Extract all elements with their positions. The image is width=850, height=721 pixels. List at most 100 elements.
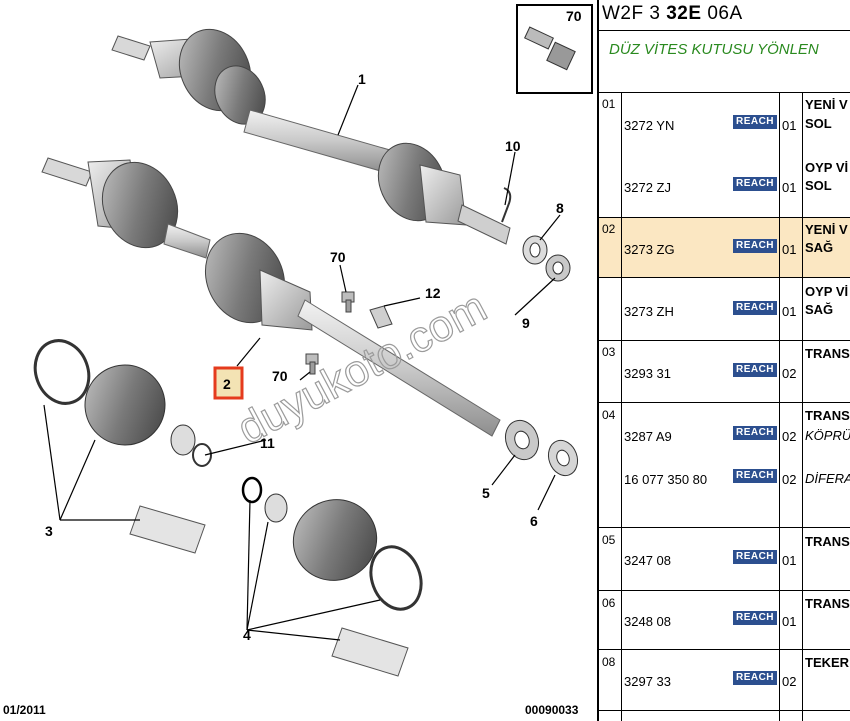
clip-10	[501, 187, 512, 223]
row-number: 06	[602, 596, 616, 610]
parts-table: W2F 3 32E 06A DÜZ VİTES KUTUSU YÖNLEN 01…	[597, 0, 850, 721]
description-line2: SOL	[805, 178, 832, 193]
description-line1: TRANS	[805, 408, 850, 423]
group-row-06	[599, 591, 850, 650]
code-prefix: W2F 3	[602, 3, 667, 24]
footer-date: 01/2011	[3, 703, 46, 717]
callout-1: 1	[358, 71, 366, 87]
description-line2: SAĞ	[805, 240, 834, 255]
part-number: 3272 YN	[624, 118, 675, 133]
description-line1: YENİ V	[805, 222, 848, 237]
table-header: W2F 3 32E 06A	[599, 0, 850, 31]
quantity: 01	[782, 118, 797, 133]
callout-9: 9	[522, 315, 530, 331]
description-line1: TRANS	[805, 596, 850, 611]
callout-12: 12	[425, 285, 441, 301]
drive-shaft-right	[41, 157, 501, 437]
row-number: 05	[602, 533, 616, 547]
reach-badge: REACH	[733, 115, 777, 129]
callout-8: 8	[556, 200, 564, 216]
description-line2: KÖPRÜ	[805, 428, 850, 443]
callout-3: 3	[45, 523, 53, 539]
callout-4: 4	[243, 627, 251, 643]
reach-badge: REACH	[733, 426, 777, 440]
quantity: 01	[782, 180, 797, 195]
exploded-parts-diagram: duyukoto.com 1 10 8 70 12 9 2 70 11 5 6 …	[3, 4, 593, 717]
group-row-05	[599, 528, 850, 591]
callout-70-upper: 70	[330, 249, 346, 265]
boot-kit-3	[33, 339, 212, 554]
quantity: 01	[782, 304, 797, 319]
reach-badge: REACH	[733, 239, 777, 253]
table-subtitle: DÜZ VİTES KUTUSU YÖNLEN	[599, 30, 850, 93]
col-divider	[779, 92, 780, 721]
group-row-03	[599, 341, 850, 403]
col-divider	[621, 92, 622, 721]
row-number: 02	[602, 222, 616, 236]
code-bold: 32E	[666, 3, 702, 24]
callout-2: 2	[223, 376, 231, 392]
row-number: 04	[602, 408, 616, 422]
description-line1: TRANS	[805, 346, 850, 361]
subtitle-text: DÜZ VİTES KUTUSU YÖNLEN	[609, 41, 819, 58]
drive-shaft-left	[111, 28, 511, 245]
callout-6: 6	[530, 513, 538, 529]
code-suffix: 06A	[701, 3, 743, 24]
callout-5: 5	[482, 485, 490, 501]
callout-70-inset: 70	[566, 8, 582, 24]
quantity: 01	[782, 242, 797, 257]
part-number: 3297 33	[624, 674, 671, 689]
group-row-02-hl	[599, 218, 850, 278]
quantity: 02	[782, 472, 797, 487]
description-line1: TRANS	[805, 534, 850, 549]
part-number: 16 077 350 80	[624, 472, 708, 487]
reach-badge: REACH	[733, 611, 777, 625]
part-number: 3247 08	[624, 553, 671, 568]
part-number: 3273 ZG	[624, 242, 675, 257]
bracket-12	[369, 305, 393, 329]
reach-badge: REACH	[733, 469, 777, 483]
seal-ring-6	[547, 439, 579, 477]
part-number: 3273 ZH	[624, 304, 674, 319]
seal-ring-5	[504, 419, 540, 461]
description-line1: YENİ V	[805, 97, 848, 112]
quantity: 01	[782, 553, 797, 568]
description-line2: SOL	[805, 116, 832, 131]
gearbox-code: W2F 3 32E 06A	[602, 3, 743, 25]
description-line2: SAĞ	[805, 302, 834, 317]
leader-lines	[43, 84, 561, 641]
col-divider	[802, 92, 803, 721]
description-line1: DİFERA	[805, 471, 850, 486]
nut-9	[545, 254, 571, 282]
footer-ref: 00090033	[525, 703, 579, 717]
bolt-70-lower	[305, 353, 319, 375]
group-row-02b	[599, 278, 850, 341]
part-number: 3272 ZJ	[624, 180, 671, 195]
reach-badge: REACH	[733, 301, 777, 315]
washer-8	[522, 235, 548, 265]
row-number: 01	[602, 97, 616, 111]
reach-badge: REACH	[733, 363, 777, 377]
reach-badge: REACH	[733, 177, 777, 191]
quantity: 02	[782, 366, 797, 381]
row-number: 03	[602, 345, 616, 359]
group-row-01	[599, 93, 850, 218]
callout-2-highlight	[213, 366, 244, 400]
quantity: 02	[782, 429, 797, 444]
boot-kit-4	[241, 476, 423, 677]
quantity: 02	[782, 674, 797, 689]
description-line1: TEKER	[805, 655, 850, 670]
callout-11: 11	[260, 435, 275, 451]
callout-10: 10	[505, 138, 521, 154]
inset-bolt	[524, 26, 576, 71]
quantity: 01	[782, 614, 797, 629]
reach-badge: REACH	[733, 550, 777, 564]
group-row-04	[599, 403, 850, 528]
callout-70-lower: 70	[272, 368, 288, 384]
row-number: 08	[602, 655, 616, 669]
part-number: 3293 31	[624, 366, 671, 381]
bolt-70-upper	[341, 291, 355, 313]
reach-badge: REACH	[733, 671, 777, 685]
description-line1: OYP Vİ	[805, 284, 849, 299]
group-row-08	[599, 650, 850, 711]
